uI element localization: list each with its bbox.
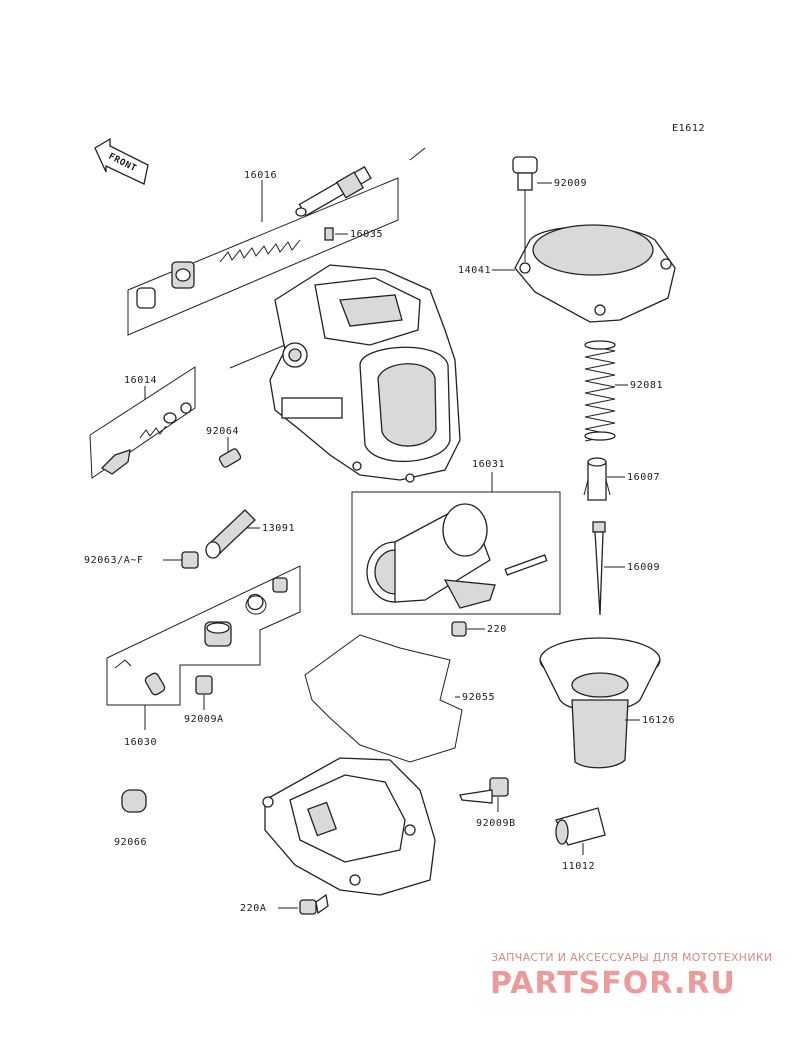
part-92081 — [584, 340, 616, 442]
part-92009B — [459, 777, 509, 804]
label-92063: 92063/A~F — [84, 555, 144, 566]
label-14041: 14041 — [458, 265, 491, 276]
part-220A — [299, 893, 329, 915]
group-16030 — [106, 565, 301, 706]
label-92009: 92009 — [554, 178, 587, 189]
jet-cap — [335, 171, 365, 199]
label-16016: 16016 — [244, 170, 277, 181]
group-16014 — [89, 366, 196, 479]
label-92009A: 92009A — [184, 714, 224, 725]
part-92066 — [121, 789, 147, 813]
label-92055: 92055 — [462, 692, 495, 703]
front-arrow: FRONT — [94, 137, 149, 185]
part-16007 — [583, 457, 611, 501]
part-16009 — [592, 521, 606, 616]
needle-jet — [298, 166, 372, 217]
part-92063 — [181, 551, 199, 569]
throttle-valve — [366, 503, 548, 609]
label-16009: 16009 — [627, 562, 660, 573]
part-13091 — [205, 509, 256, 559]
float-bowl — [262, 757, 436, 896]
part-92009 — [512, 156, 538, 205]
label-92009B: 92009B — [476, 818, 516, 829]
part-11012 — [555, 807, 606, 846]
part-14041 — [514, 224, 676, 323]
watermark-tagline: ЗАПЧАСТИ И АКСЕССУАРЫ ДЛЯ МОТОТЕХНИКИ — [491, 951, 773, 964]
label-16007: 16007 — [627, 472, 660, 483]
label-16031: 16031 — [472, 459, 505, 470]
part-220 — [451, 621, 467, 637]
label-11012: 11012 — [562, 861, 595, 872]
label-16014: 16014 — [124, 375, 157, 386]
label-92081: 92081 — [630, 380, 663, 391]
spring-16016 — [219, 239, 301, 263]
label-92064: 92064 — [206, 426, 239, 437]
part-16035 — [324, 227, 334, 241]
part-92064 — [218, 448, 242, 468]
label-92066: 92066 — [114, 837, 147, 848]
label-220A: 220A — [240, 903, 266, 914]
part-16126 — [539, 637, 661, 769]
group-16031 — [351, 491, 561, 615]
watermark-brand: PARTSFOR.RU — [490, 966, 736, 1001]
rubber-cap — [136, 287, 156, 309]
carburetor-body — [269, 264, 461, 483]
diagram-code: E1612 — [672, 123, 705, 134]
label-16030: 16030 — [124, 737, 157, 748]
part-92055 — [304, 634, 463, 763]
label-16126: 16126 — [642, 715, 675, 726]
o-ring-small — [295, 207, 307, 217]
label-16035: 16035 — [350, 229, 383, 240]
part-92009A — [195, 675, 213, 695]
group-16016 — [127, 147, 426, 336]
label-220: 220 — [487, 624, 507, 635]
label-13091: 13091 — [262, 523, 295, 534]
